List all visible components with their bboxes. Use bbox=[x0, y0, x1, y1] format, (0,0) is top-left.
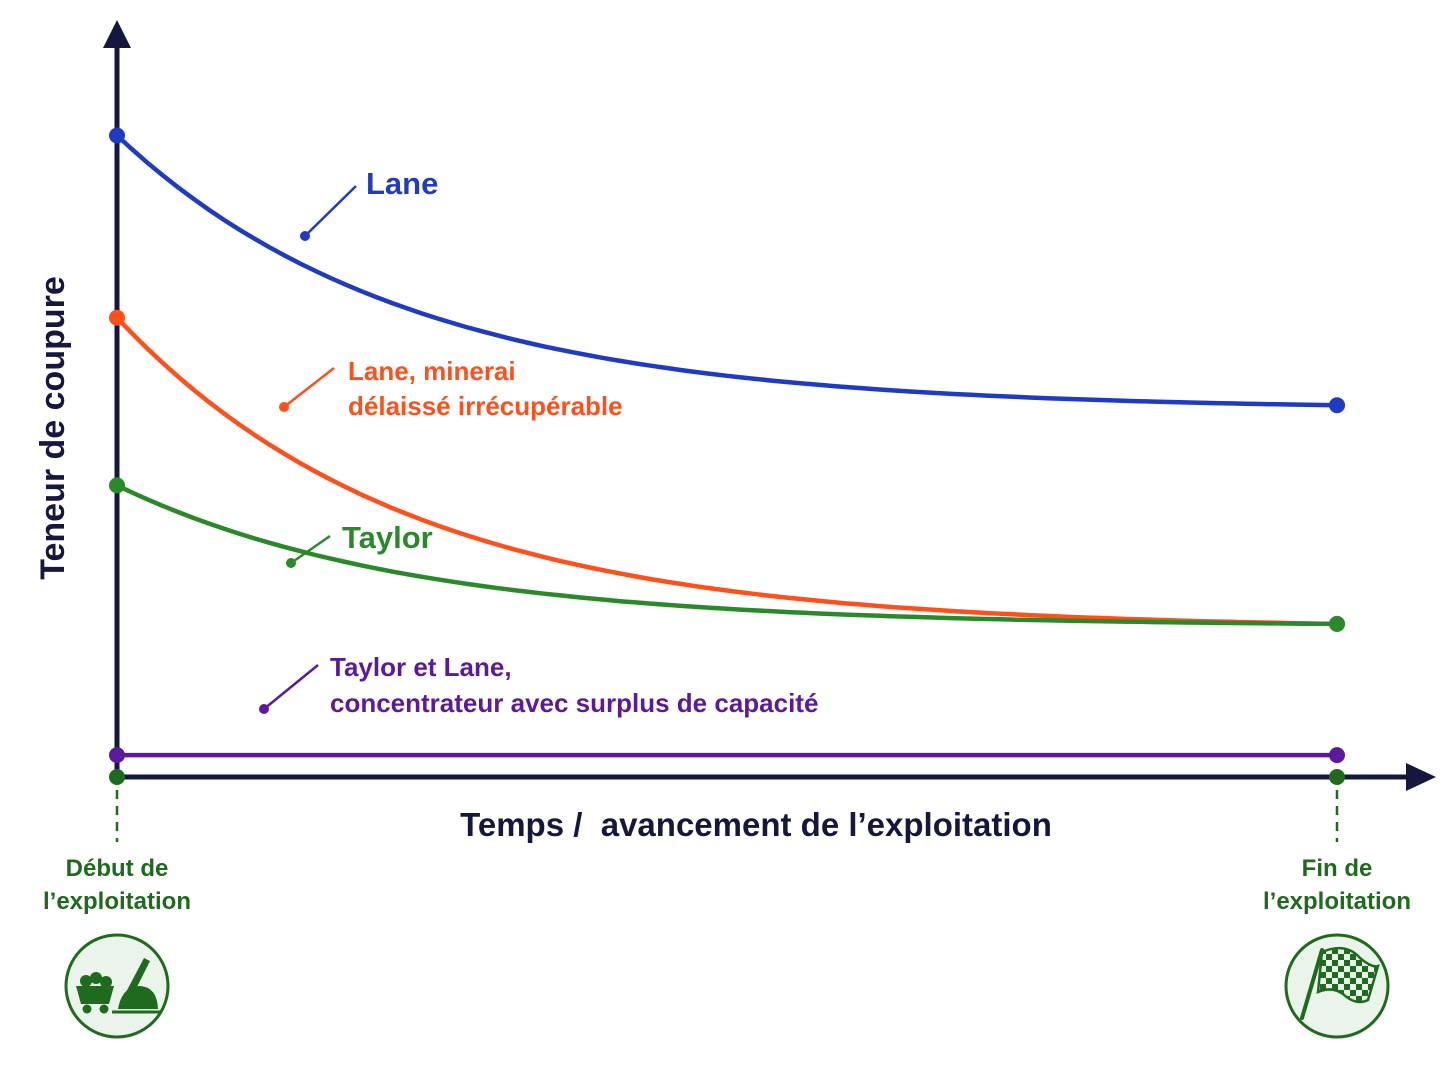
taylor-leader-line bbox=[290, 534, 331, 565]
lane-irrecoverable-leader-dot bbox=[279, 402, 289, 412]
lane-irrecoverable-leader-line bbox=[283, 367, 335, 408]
taylor-lane-surplus-leader-line bbox=[263, 664, 319, 710]
taylor-end-point bbox=[1329, 615, 1345, 632]
lane-start-point bbox=[109, 127, 125, 144]
start-milestone: Début de l’exploitation bbox=[43, 769, 191, 1039]
lane-label: Lane bbox=[366, 166, 438, 201]
start-label-line2: l’exploitation bbox=[43, 888, 191, 915]
lane-irrecoverable-start-point bbox=[109, 309, 125, 326]
end-label-line1: Fin de bbox=[1302, 855, 1373, 882]
lane-leader-line bbox=[304, 185, 357, 237]
lane-irrecoverable-label-line1: Lane, minerai bbox=[348, 356, 516, 386]
curves bbox=[109, 127, 1345, 764]
taylor-curve bbox=[114, 483, 1340, 627]
taylor-lane-surplus-label-line2: concentrateur avec surplus de capacité bbox=[330, 688, 818, 718]
lane-curve bbox=[114, 133, 1340, 408]
end-marker-dot bbox=[1329, 769, 1345, 785]
start-marker-dot bbox=[109, 769, 125, 785]
taylor-label: Taylor bbox=[342, 520, 433, 555]
lane-leader-dot bbox=[300, 231, 310, 241]
x-axis-arrow bbox=[1406, 763, 1436, 791]
taylor-lane-surplus-label-line1: Taylor et Lane, bbox=[330, 652, 512, 682]
lane-end-point bbox=[1329, 397, 1345, 414]
start-label-line1: Début de bbox=[66, 855, 169, 882]
taylor-lane-surplus-leader-dot bbox=[259, 704, 269, 714]
taylor-leader-dot bbox=[286, 558, 296, 568]
taylor-start-point bbox=[109, 477, 125, 494]
x-axis-title: Temps / avancement de l’exploitation bbox=[460, 806, 1052, 843]
curve-labels: Lane Lane, minerai délaissé irrécupérabl… bbox=[259, 166, 818, 718]
end-label-line2: l’exploitation bbox=[1263, 888, 1411, 915]
lane-irrecoverable-label-line2: délaissé irrécupérable bbox=[348, 391, 623, 421]
checkered-flag-icon bbox=[1284, 933, 1390, 1039]
taylor-lane-surplus-end-point bbox=[1329, 747, 1345, 764]
mining-excavator-icon bbox=[64, 933, 170, 1039]
y-axis-title: Teneur de coupure bbox=[34, 276, 72, 580]
taylor-lane-surplus-start-point bbox=[109, 747, 125, 764]
end-milestone: Fin de l’exploitation bbox=[1263, 769, 1411, 1039]
lane-irrecoverable-curve bbox=[114, 315, 1340, 627]
y-axis-arrow bbox=[103, 20, 131, 48]
axes bbox=[103, 20, 1436, 791]
